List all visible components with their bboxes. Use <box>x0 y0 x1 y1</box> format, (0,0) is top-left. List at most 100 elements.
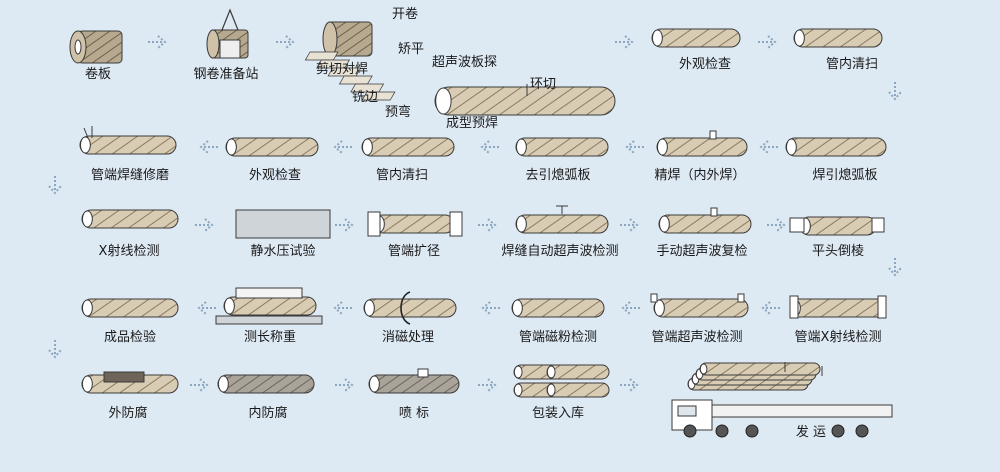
step-label-expand: 管端扩径 <box>387 244 441 259</box>
step-label-fine-weld: 精焊（内外焊） <box>654 168 746 183</box>
flow-arrow <box>48 340 62 359</box>
truck-load-pipe-3 <box>699 362 821 376</box>
pipe-visual-2 <box>225 137 319 157</box>
flow-arrow <box>333 140 352 154</box>
truck-illustration <box>671 362 893 438</box>
step-label-end-mt: 管端磁粉检测 <box>518 330 598 345</box>
flow-arrow <box>195 218 214 232</box>
step-label-demag: 消磁处理 <box>381 330 435 345</box>
pipe-end-xray <box>789 298 887 318</box>
truck-wheel <box>683 424 697 438</box>
pipe-end-mt <box>511 298 605 318</box>
step-label-manual-ut: 手动超声波复检 <box>656 244 748 259</box>
pipe-manual-ut <box>658 214 752 234</box>
step-label-visual-2: 外观检查 <box>248 168 302 183</box>
step-label-shear-weld: 剪切对焊 <box>316 62 369 77</box>
flow-arrow <box>615 35 634 49</box>
step-label-uncoil: 开卷 <box>392 7 419 22</box>
truck-wheel <box>715 424 729 438</box>
marking-head-icon <box>417 368 429 378</box>
flow-arrow <box>481 301 500 315</box>
pipe-remove-arc-plate <box>515 137 609 157</box>
step-label-level: 矫平 <box>398 42 425 57</box>
step-label-end-grind: 管端焊缝修磨 <box>90 168 170 183</box>
flow-arrow <box>761 301 780 315</box>
coating-band <box>103 371 145 383</box>
truck-wheel <box>831 424 845 438</box>
step-label-mill-edge: 铣边 <box>352 90 379 105</box>
pipe-bevel <box>799 216 877 236</box>
flow-arrow <box>478 378 497 392</box>
flow-arrow <box>276 35 295 49</box>
step-label-ut-plate: 超声波板探 <box>432 55 498 70</box>
step-label-xray: X射线检测 <box>98 244 160 259</box>
flow-arrow <box>620 378 639 392</box>
step-label-bevel: 平头倒棱 <box>811 244 865 259</box>
step-label-ring-cut: 环切 <box>530 77 557 92</box>
truck-wheel <box>745 424 759 438</box>
pipes <box>69 28 887 398</box>
flow-arrow <box>480 140 499 154</box>
hydro-test-illustration <box>235 209 331 239</box>
ut-probe-icon <box>556 205 568 214</box>
flow-arrow <box>758 35 777 49</box>
flow-arrow <box>767 218 786 232</box>
step-label-weld-arc-plate: 焊引熄弧板 <box>812 168 878 183</box>
truck-wheel <box>855 424 869 438</box>
equipment-details <box>83 8 893 438</box>
pipe-auto-ut <box>515 214 609 234</box>
step-label-final-inspect: 成品检验 <box>103 330 157 345</box>
step-label-form-tack: 成型预焊 <box>446 116 499 131</box>
step-label-pack: 包装入库 <box>531 406 585 421</box>
step-label-end-ut: 管端超声波检测 <box>651 330 743 345</box>
bevel-machine-icon <box>789 217 805 233</box>
probe-right <box>737 293 745 303</box>
flow-arrow <box>888 258 902 277</box>
step-label-auto-ut: 焊缝自动超声波检测 <box>501 244 619 259</box>
flow-arrow <box>333 301 352 315</box>
formed-pipe <box>434 86 616 116</box>
expander-illustration <box>367 211 463 237</box>
pipe-mark <box>368 374 460 394</box>
pipe-end-ut <box>653 298 749 318</box>
flow-arrow <box>478 218 497 232</box>
pipe-bundle-4 <box>546 382 610 398</box>
step-label-od-coat: 外防腐 <box>108 406 148 421</box>
coil-illustration <box>69 30 123 64</box>
pipe-id-clean-1 <box>793 28 883 48</box>
step-label-coil-prep: 钢卷准备站 <box>193 67 259 82</box>
step-label-remove-arc-plate: 去引熄弧板 <box>525 168 591 183</box>
flow-arrow <box>197 301 216 315</box>
step-label-id-clean-1: 管内清扫 <box>825 57 879 72</box>
flow-arrow <box>621 301 640 315</box>
flow-arrow <box>148 35 167 49</box>
pipe-fine-weld <box>656 137 748 157</box>
step-label-ship: 发 运 <box>795 425 827 440</box>
pipe-end-grind <box>79 135 177 155</box>
probe-icon <box>710 207 718 217</box>
xray-source-left <box>789 295 799 319</box>
pipe-length-weigh <box>223 296 317 316</box>
step-label-id-clean-2: 管内清扫 <box>375 168 429 183</box>
flow-arrow <box>48 176 62 195</box>
pipe-expand <box>373 214 455 234</box>
flow-arrow <box>335 218 354 232</box>
weld-head-icon <box>709 130 717 140</box>
step-label-end-xray: 管端X射线检测 <box>794 330 882 345</box>
length-weigh-illustration <box>215 287 323 325</box>
step-label-coil: 卷板 <box>84 67 112 82</box>
flow-arrow <box>620 218 639 232</box>
probe-left <box>650 293 658 303</box>
pipe-bundle-2 <box>546 364 610 380</box>
flow-arrows <box>48 35 902 392</box>
flow-arrow <box>335 378 354 392</box>
step-label-hydro: 静水压试验 <box>250 244 316 259</box>
flow-arrow <box>888 82 902 101</box>
pipe-demag <box>363 298 457 318</box>
bevel-machine-icon-right <box>871 217 885 233</box>
pipe-xray <box>81 209 179 229</box>
grinder-icon <box>83 126 93 139</box>
pipe-visual-1 <box>651 28 741 48</box>
